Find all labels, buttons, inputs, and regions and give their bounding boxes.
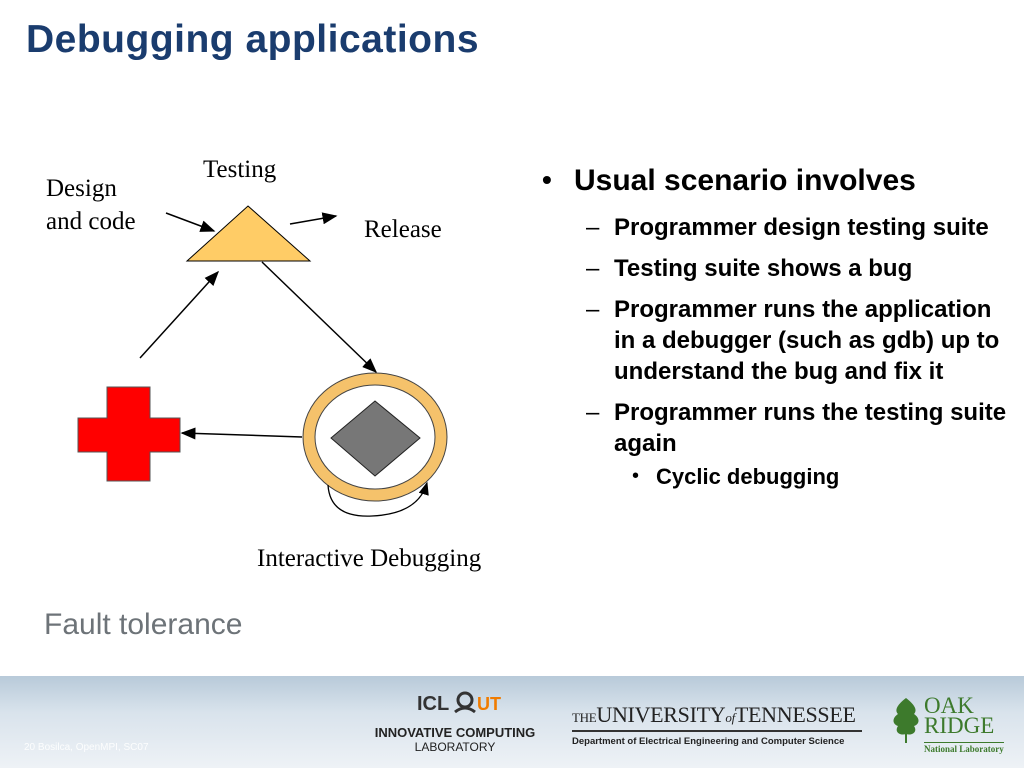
- dash-icon: –: [586, 296, 600, 323]
- ornl-lab: National Laboratory: [924, 742, 1004, 754]
- bullet-sub-2: – Testing suite shows a bug: [540, 253, 1010, 284]
- bullet-sub-4: – Programmer runs the testing suite agai…: [540, 397, 1010, 459]
- footer-note: 20 Bosilca, OpenMPI, SC07: [24, 742, 149, 753]
- bullet-sub-1: – Programmer design testing suite: [540, 212, 1010, 243]
- utk-tennessee: TENNESSEE: [734, 702, 856, 727]
- bullet-subsub-text: Cyclic debugging: [656, 464, 840, 489]
- svg-text:ICL: ICL: [417, 693, 449, 715]
- design-to-testing-arrow: [165, 212, 216, 232]
- footer-bar: 20 Bosilca, OpenMPI, SC07 ICL UT INNOVAT…: [0, 676, 1024, 768]
- fault-tolerance-label: Fault tolerance: [44, 608, 243, 641]
- icl-logo-icon: ICL UT: [417, 691, 501, 715]
- dash-icon: –: [586, 214, 600, 241]
- utk-university: UNIVERSITY: [596, 702, 726, 727]
- testing-triangle: [185, 205, 312, 262]
- design-label-line2: and code: [46, 208, 136, 235]
- testing-label: Testing: [203, 156, 277, 183]
- debug-to-fix-arrow: [180, 427, 303, 440]
- icl-logo: ICL UT INNOVATIVE COMPUTING LABORATORY: [360, 688, 550, 754]
- utk-of: of: [725, 710, 735, 725]
- design-label-line1: Design: [46, 175, 117, 202]
- icl-name: INNOVATIVE COMPUTING: [374, 725, 536, 740]
- svg-text:UT: UT: [477, 694, 501, 714]
- utk-the: THE: [572, 710, 597, 725]
- utk-name: THEUNIVERSITYofTENNESSEE: [572, 702, 862, 732]
- interactive-debugging-label: Interactive Debugging: [257, 545, 482, 572]
- bullet-sub-3: – Programmer runs the application in a d…: [540, 294, 1010, 387]
- ornl-ridge: RIDGE: [924, 713, 995, 738]
- bullet-main: • Usual scenario involves: [540, 164, 1010, 198]
- ornl-name: OAK RIDGE: [924, 693, 995, 738]
- fix-to-testing-arrow: [139, 270, 220, 359]
- bullet-sub-text: Programmer design testing suite: [614, 214, 989, 241]
- testing-to-release-arrow: [289, 212, 338, 225]
- utk-logo: THEUNIVERSITYofTENNESSEE Department of E…: [572, 702, 862, 747]
- ornl-oak: OAK: [924, 693, 974, 718]
- debug-cycle-diagram: Testing Design and code Release Interact…: [46, 156, 482, 572]
- bullet-sub-text: Programmer runs the testing suite again: [614, 399, 1007, 457]
- debug-diamond: [330, 400, 421, 477]
- testing-to-debug-arrow: [261, 261, 378, 374]
- slide-title: Debugging applications: [26, 18, 480, 61]
- bullet-dot-icon: •: [632, 465, 640, 487]
- release-label: Release: [364, 216, 442, 243]
- bullet-subsub: • Cyclic debugging: [540, 463, 1010, 491]
- icl-lab: LABORATORY: [414, 740, 496, 754]
- bullet-main-text: Usual scenario involves: [574, 164, 916, 197]
- ornl-logo: OAK RIDGE National Laboratory: [890, 694, 1016, 754]
- red-cross: [77, 386, 181, 482]
- utk-dept: Department of Electrical Engineering and…: [572, 736, 845, 747]
- dash-icon: –: [586, 399, 600, 426]
- bullet-sub-text: Testing suite shows a bug: [614, 255, 913, 282]
- bullet-sub-text: Programmer runs the application in a deb…: [614, 296, 1000, 385]
- bullet-dot-icon: •: [542, 164, 552, 195]
- oak-leaf-icon: [893, 698, 919, 743]
- bullet-list: • Usual scenario involves – Programmer d…: [540, 164, 1010, 491]
- dash-icon: –: [586, 255, 600, 282]
- loop-arrow: [327, 481, 429, 517]
